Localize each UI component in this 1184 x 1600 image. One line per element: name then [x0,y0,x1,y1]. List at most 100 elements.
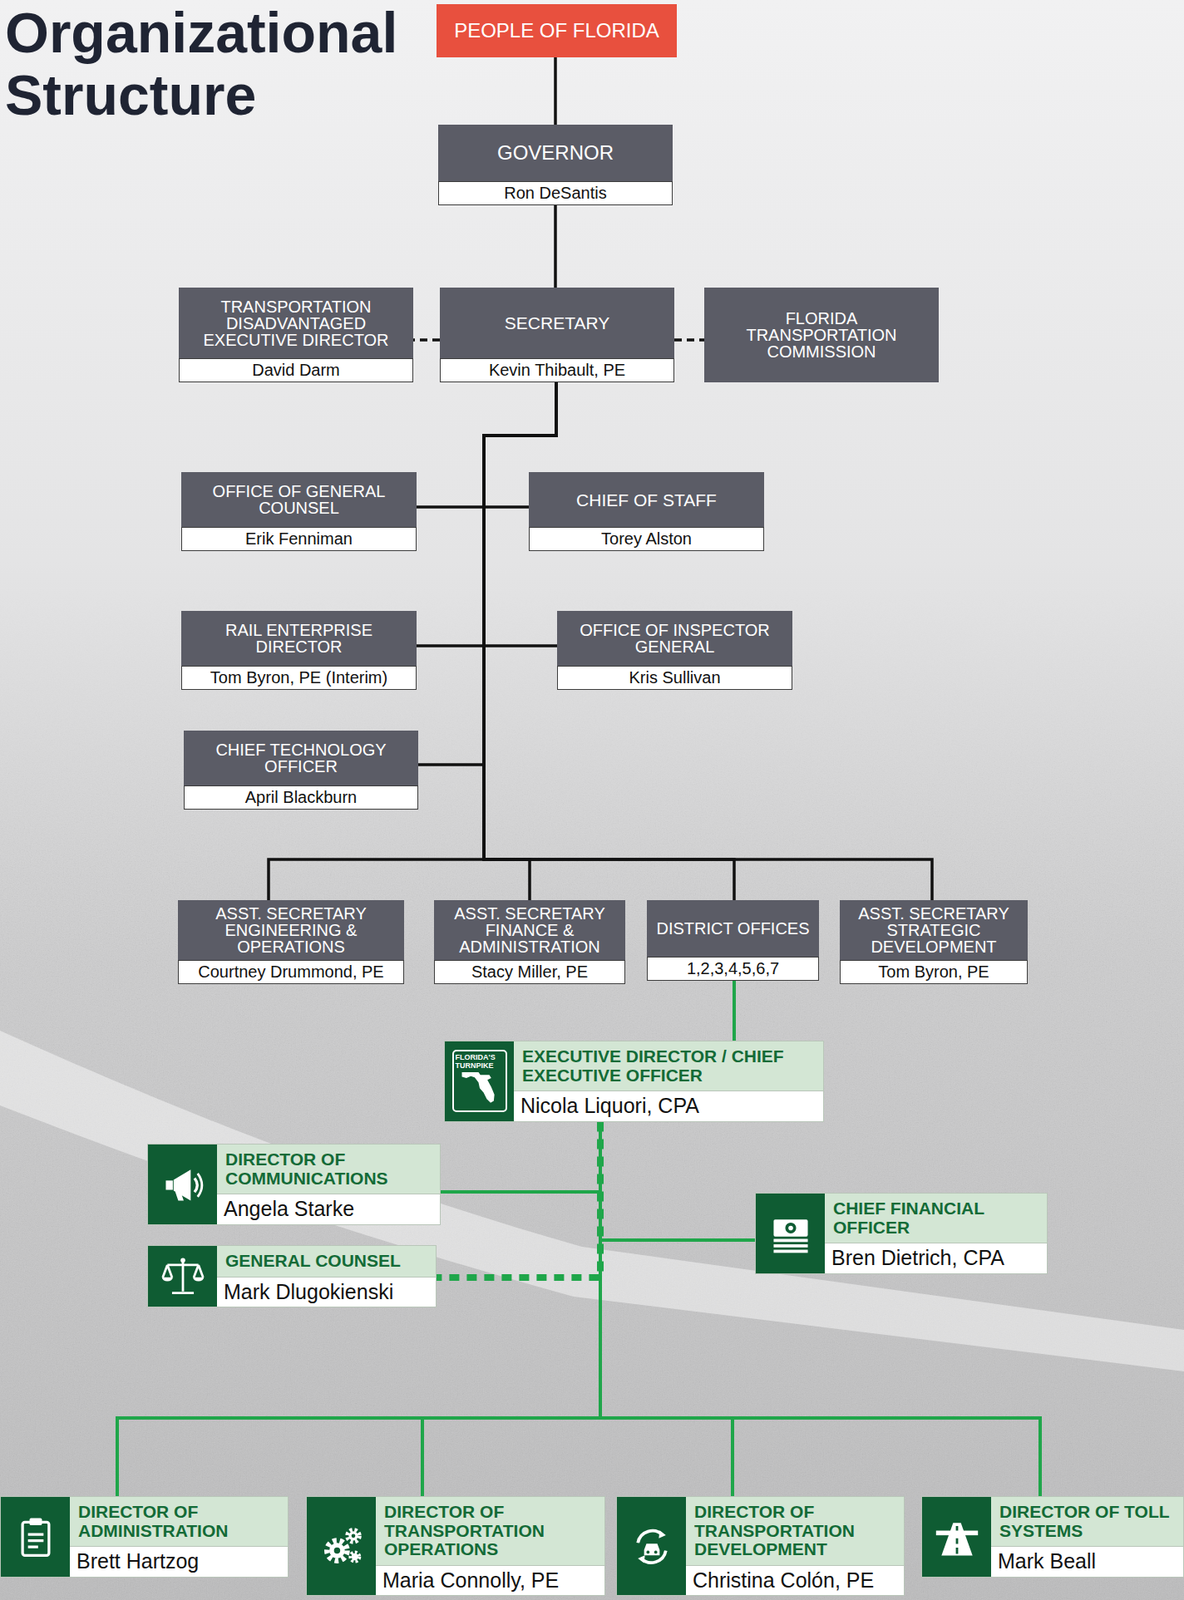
box-title: ASST. SECRETARY STRATEGIC DEVELOPMENT [839,900,1028,961]
shape [0,1031,1184,1372]
shape [192,1277,204,1283]
shape [628,1523,676,1570]
turnpike-box: GENERAL COUNSELMark Dlugokienski [147,1245,437,1308]
org-connector [483,382,933,901]
turnpike-logo: FLORIDA'S TURNPIKE [452,1050,508,1113]
org-connector [440,1122,601,1193]
text-column: DIRECTOR OF TOLL SYSTEMSMark Beall [991,1497,1184,1578]
shape [318,1523,366,1570]
shape [784,1223,796,1234]
icon-cell [306,1497,376,1596]
box-title: RAIL ENTERPRISE DIRECTOR [181,611,417,666]
shape [773,1249,808,1254]
turnpike-box: DIRECTOR OF TOLL SYSTEMSMark Beall [921,1496,1184,1579]
shape [333,1548,340,1554]
person-name: Tom Byron, PE [839,960,1028,985]
box-title: EXECUTIVE DIRECTOR / CHIEF EXECUTIVE OFF… [513,1041,824,1091]
person-name: Kris Sullivan [557,666,793,691]
person-name: April Blackburn [183,785,419,810]
box-title: CHIEF FINANCIAL OFFICER [824,1193,1047,1244]
box-title: TRANSPORTATION DISADVANTAGED EXECUTIVE D… [178,287,414,359]
org-connector [553,205,558,288]
org-connector [600,1122,733,1497]
shape [773,1219,808,1238]
shape [461,1072,494,1104]
text-column: DIRECTOR OF TRANSPORTATION DEVELOPMENTCh… [685,1497,904,1596]
shape [941,1523,972,1556]
text-column: DIRECTOR OF ADMINISTRATIONBrett Hartzog [69,1497,288,1578]
shape [935,1530,977,1536]
shape [22,1522,50,1556]
person-name: 1,2,3,4,5,6,7 [646,957,819,982]
box-title: OFFICE OF GENERAL COUNSEL [181,472,417,528]
person-name: Kevin Thibault, PE [439,358,675,383]
shape [12,1514,60,1561]
turnpike-box: DIRECTOR OF TRANSPORTATION OPERATIONSMar… [305,1496,606,1597]
shape [29,1518,42,1525]
box-title: DIRECTOR OF COMMUNICATIONS [217,1144,440,1194]
person-name: Erik Fenniman [181,527,417,552]
box-title: OFFICE OF INSPECTOR GENERAL [557,611,793,666]
page-title: Organizational Structure [4,1,430,127]
shape [350,1553,360,1563]
turnpike-box: FLORIDA'S TURNPIKE EXECUTIVE DIRECTOR / C… [444,1040,824,1123]
box-title: DISTRICT OFFICES [646,900,819,958]
box-title: DIRECTOR OF TRANSPORTATION OPERATIONS [375,1497,605,1566]
shape [180,1258,186,1264]
box-title: CHIEF OF STAFF [528,472,765,528]
text-column: GENERAL COUNSELMark Dlugokienski [217,1246,436,1308]
person-name: Torey Alston [528,527,765,552]
org-box: ASST. SECRETARY FINANCE & ADMINISTRATION… [434,900,626,985]
org-box: SECRETARYKevin Thibault, PE [439,287,675,383]
box-title: CHIEF TECHNOLOGY OFFICER [183,730,419,786]
shape [346,1530,360,1544]
icon-cell [148,1144,218,1225]
org-connector [418,382,557,765]
org-box: OFFICE OF INSPECTOR GENERALKris Sullivan [557,611,793,691]
org-connector [436,1122,601,1278]
shape [933,1514,981,1561]
turnpike-box: DIRECTOR OF TRANSPORTATION DEVELOPMENTCh… [616,1496,905,1597]
shape [773,1244,808,1249]
turnpike-box: DIRECTOR OF COMMUNICATIONSAngela Starke [147,1144,441,1226]
box-title: GENERAL COUNSEL [217,1246,436,1278]
turnpike-box: DIRECTOR OF ADMINISTRATIONBrett Hartzog [0,1496,289,1579]
shape [329,1543,346,1559]
org-connector [117,1122,601,1497]
shape [955,1526,958,1555]
root-box: PEOPLE OF FLORIDA [436,4,677,58]
box-title: DIRECTOR OF TRANSPORTATION DEVELOPMENT [685,1497,904,1566]
shape [350,1554,358,1561]
box-title: ASST. SECRETARY ENGINEERING & OPERATIONS [177,900,405,961]
person-name: Maria Connolly, PE [375,1565,605,1596]
shape [162,1265,203,1278]
shape [0,582,1184,1600]
text-column: CHIEF FINANCIAL OFFICERBren Dietrich, CP… [824,1193,1047,1274]
shape [162,1259,203,1294]
person-name: Tom Byron, PE (Interim) [181,666,417,691]
shape [194,1178,198,1193]
icon-cell [148,1246,218,1308]
person-name: Brett Hartzog [69,1546,288,1577]
shape [658,1530,666,1539]
logo-text: FLORIDA'S TURNPIKE [455,1054,504,1071]
box-title: GOVERNOR [438,124,673,182]
box-title: DIRECTOR OF ADMINISTRATION [69,1497,288,1547]
shape [165,1180,173,1190]
turnpike-box: CHIEF FINANCIAL OFFICERBren Dietrich, CP… [754,1193,1048,1275]
shape [159,1161,207,1209]
box-title: PEOPLE OF FLORIDA [436,4,677,58]
org-box: ASST. SECRETARY ENGINEERING & OPERATIONS… [177,900,405,985]
org-connector [600,1122,755,1241]
shape [788,1225,794,1231]
person-name: Stacy Miller, PE [434,960,626,985]
box-title: SECRETARY [439,287,675,359]
org-box: TRANSPORTATION DISADVANTAGED EXECUTIVE D… [178,287,414,383]
person-name: Ron DeSantis [438,181,673,206]
shape [197,1174,202,1198]
org-connector [553,57,558,125]
org-connector [422,1122,601,1497]
